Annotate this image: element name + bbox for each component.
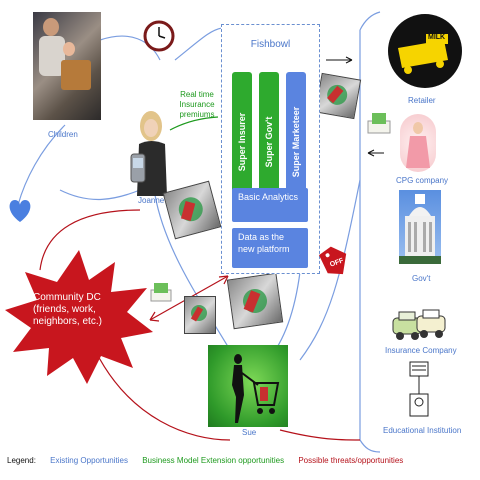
heart-icon <box>6 198 34 229</box>
legend-threats: Possible threats/opportunities <box>298 456 404 465</box>
sue-label: Sue <box>242 428 257 437</box>
super-insurer-bar: Super Insurer <box>232 72 252 212</box>
discount-tag-icon: OFF <box>315 240 355 282</box>
fishbowl-platform: Fishbowl Super Insurer Super Gov't Super… <box>221 24 320 274</box>
data-tile-icon <box>226 272 284 330</box>
govt-label: Gov't <box>412 274 431 283</box>
community-starburst: Community DC (friends, work, neighbors, … <box>3 248 155 386</box>
starburst-shape <box>5 250 153 384</box>
money-envelope-icon <box>367 112 391 134</box>
community-label: Community DC (friends, work, neighbors, … <box>33 292 102 327</box>
sue-photo <box>208 345 288 427</box>
children-photo <box>33 12 101 120</box>
super-marketeer-bar: Super Marketeer <box>286 72 306 212</box>
legend-title: Legend: <box>7 456 36 465</box>
money-envelope-icon <box>150 282 172 302</box>
joanne-photo <box>127 104 171 196</box>
basic-analytics-box: Basic Analytics <box>232 188 308 222</box>
cpg-company-label: CPG company <box>396 176 449 185</box>
retailer-sign-label: MILK <box>428 34 446 41</box>
super-marketeer-label: Super Marketeer <box>291 106 301 178</box>
fishbowl-title: Fishbowl <box>250 39 291 50</box>
super-insurer-label: Super Insurer <box>237 112 247 172</box>
legend: Legend: Existing Opportunities Business … <box>7 456 415 465</box>
joanne-label: Joanne <box>138 196 165 205</box>
retailer-label: Retailer <box>408 96 436 105</box>
children-label: Children <box>48 130 78 139</box>
cpg-company-icon <box>400 114 436 172</box>
data-tile-icon <box>314 72 362 120</box>
legend-extension: Business Model Extension opportunities <box>142 456 285 465</box>
legend-existing: Existing Opportunities <box>50 456 128 465</box>
retailer-icon: MILK <box>388 14 462 88</box>
insurance-cars-icon <box>391 304 447 344</box>
data-platform-box: Data as the new platform <box>232 228 308 268</box>
educational-institution-label: Educational Institution <box>383 426 462 435</box>
insurance-company-label: Insurance Company <box>385 346 457 355</box>
super-govt-label: Super Gov't <box>264 116 274 168</box>
government-building-icon <box>399 190 441 264</box>
realtime-premiums-label: Real time Insurance premiums <box>179 90 215 119</box>
data-tile-icon <box>184 296 216 334</box>
clock-icon <box>143 20 175 52</box>
education-icon <box>406 360 432 418</box>
super-govt-bar: Super Gov't <box>259 72 279 212</box>
